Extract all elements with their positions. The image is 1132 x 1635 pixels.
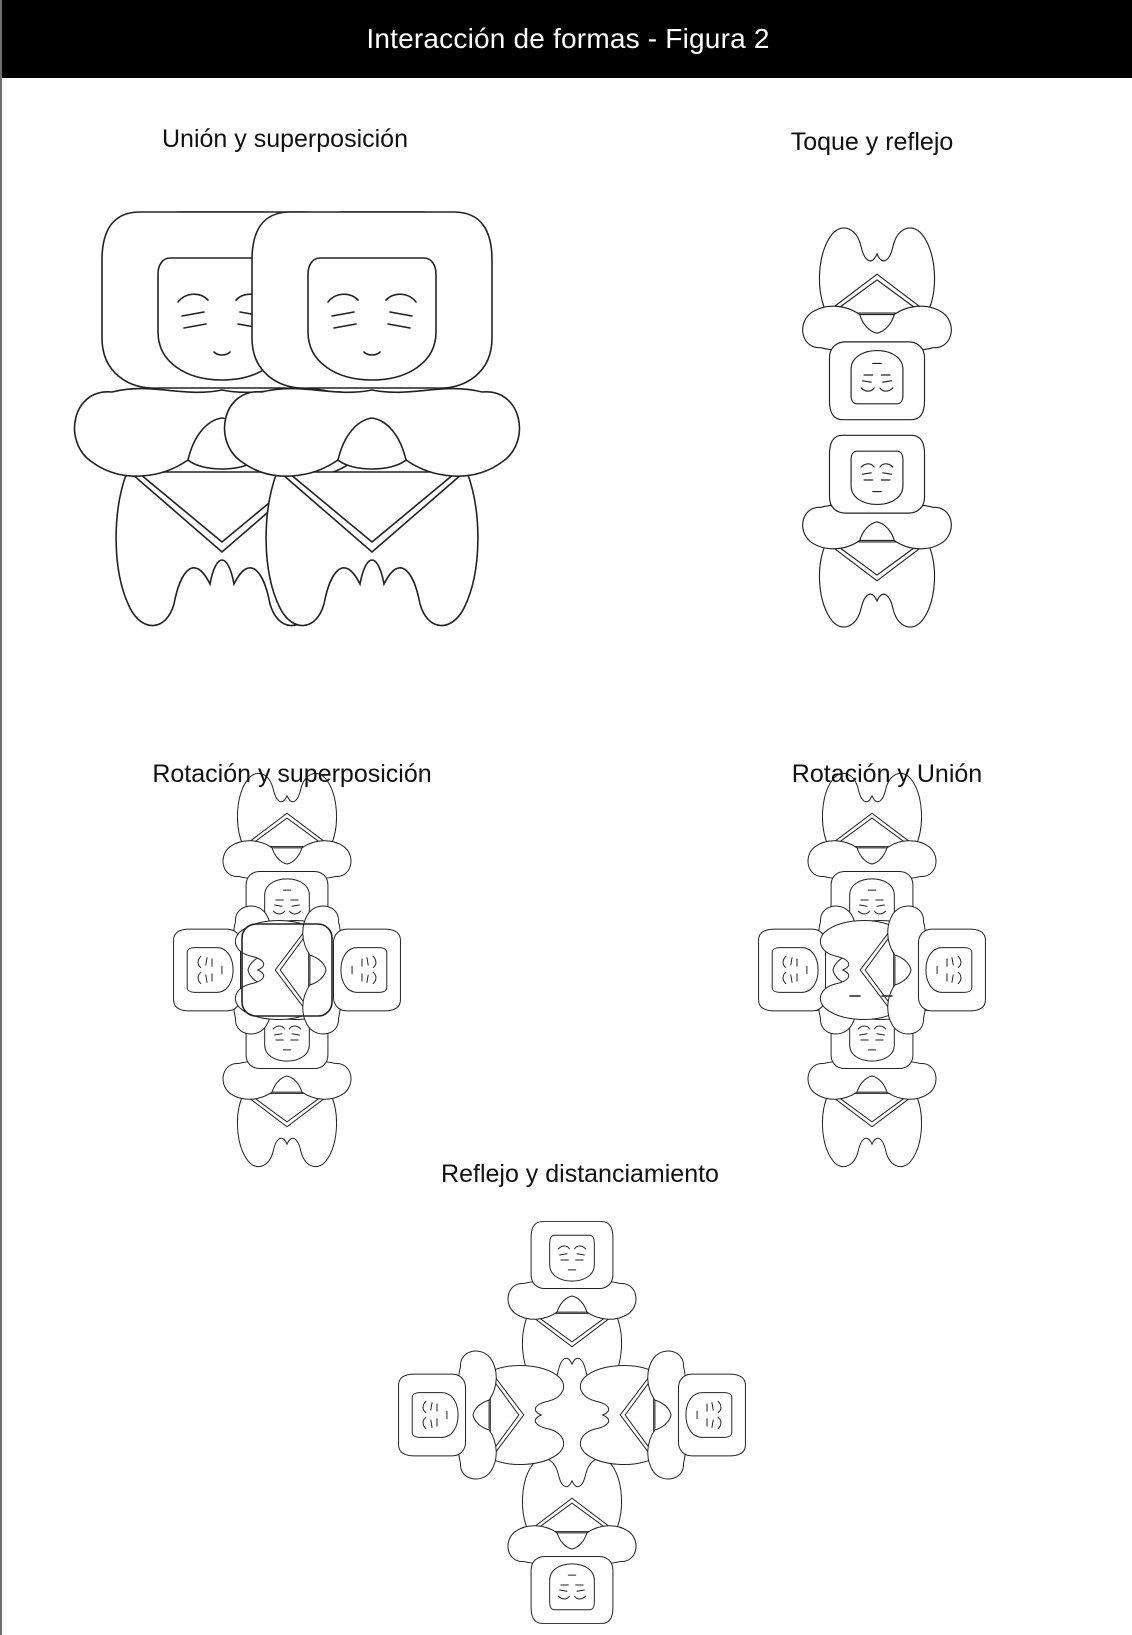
caption-rotacion-union: Rotación y Unión: [792, 760, 982, 789]
diagram-toque-reflejo: [803, 228, 952, 627]
caption-reflejo-distanciamiento: Reflejo y distanciamiento: [441, 1160, 719, 1189]
diagram-rotacion-union: [759, 773, 986, 1166]
diagram-reflejo-distanciamiento: [399, 1222, 746, 1624]
diagram-union-superposicion: [75, 212, 520, 626]
caption-toque-reflejo: Toque y reflejo: [791, 128, 954, 157]
caption-rotacion-superposicion: Rotación y superposición: [152, 760, 431, 789]
caption-union-superposicion: Unión y superposición: [162, 125, 408, 154]
diagram-rotacion-superposicion: [174, 773, 401, 1166]
